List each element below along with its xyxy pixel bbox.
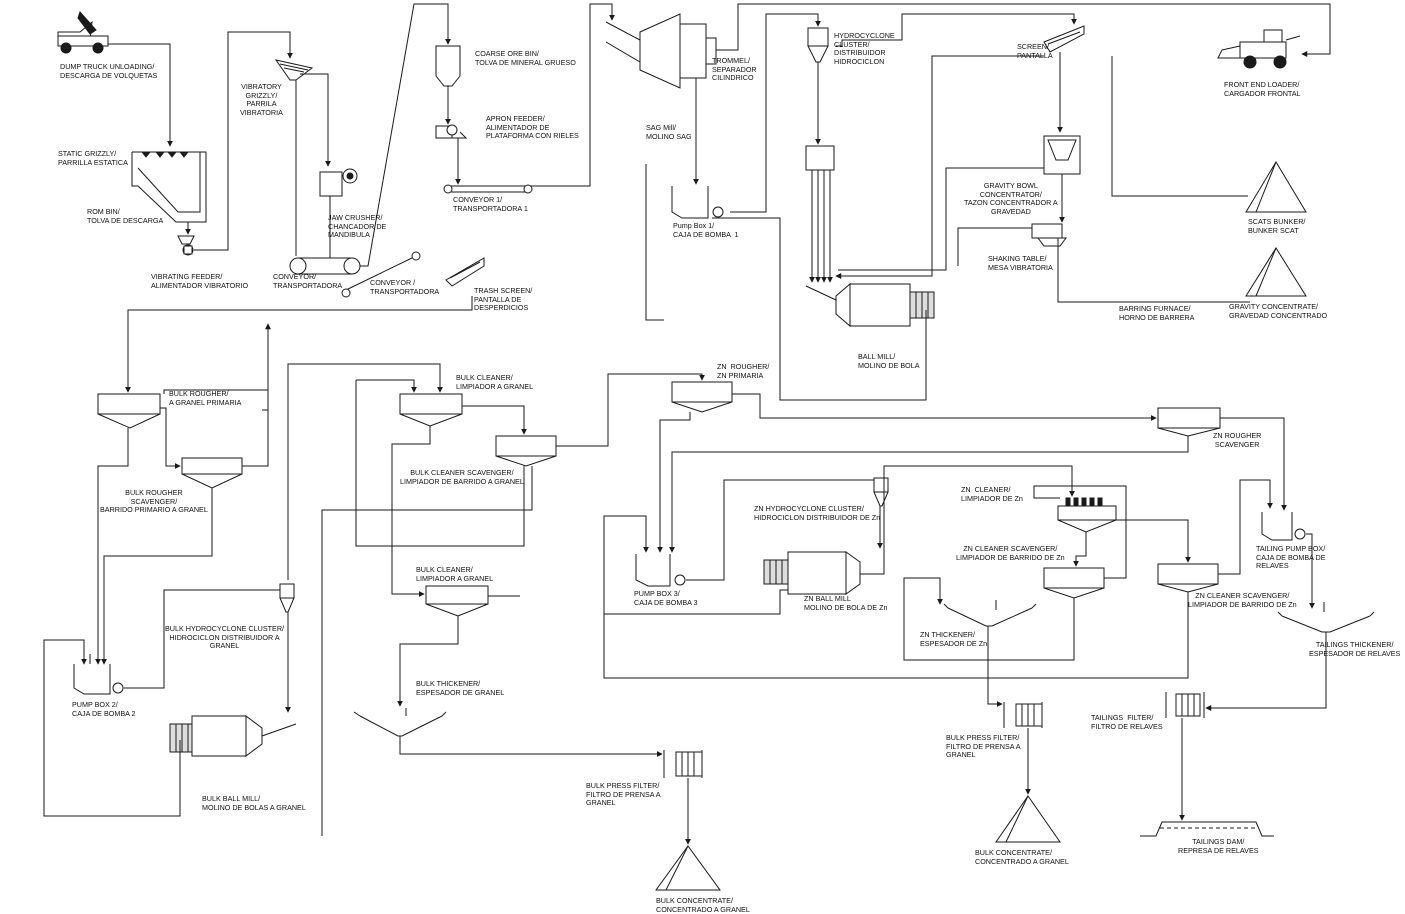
- bulk-thickener-icon: [354, 708, 446, 736]
- label-bulk-hydrocyclone: BULK HYDROCYCLONE CLUSTER/ HIDROCICLON D…: [165, 624, 285, 651]
- label-pump-box-3: PUMP BOX 3/ CAJA DE BOMBA 3: [634, 589, 698, 607]
- label-conveyor-1: CONVEYOR 1/ TRANSPORTADORA 1: [453, 195, 528, 213]
- tailings-filter-icon: [1166, 692, 1204, 718]
- bulk-cleaner-scavenger-cell: [496, 436, 556, 466]
- label-vibratory-grizzly: VIBRATORY GRIZZLY/ PARRILA VIBRATORIA: [240, 82, 283, 117]
- label-conveyor-b: CONVEYOR / TRANSPORTADORA: [370, 278, 440, 296]
- trash-screen-icon: [446, 258, 484, 286]
- tailing-pump-box-icon: [1262, 512, 1305, 540]
- label-gravity-bowl: GRAVITY BOWL CONCENTRATOR/ TAZON CONCENT…: [964, 181, 1058, 216]
- zn-ball-mill-icon: [764, 552, 860, 594]
- zn-rougher-cell: [672, 382, 732, 412]
- label-zn-ball-mill: ZN BALL MILL MOLINO DE BOLA DE Zn: [804, 594, 888, 612]
- label-ball-mill: BALL MILL/ MOLINO DE BOLA: [858, 352, 920, 370]
- label-sag-mill: SAG Mill/ MOLINO SAG: [646, 123, 692, 141]
- hydrocyclone-cluster-icon: [808, 28, 828, 62]
- vibrating-feeder-icon: [178, 236, 194, 255]
- label-hydrocyclone: HYDROCYCLONE CLUSTER/ DISTRIBUIDOR HIDRO…: [834, 31, 895, 66]
- label-tailings-thickener: TAILINGS THICKENER/ ESPESADOR DE RELAVES: [1309, 640, 1401, 658]
- bulk-concentrate-left-icon: [656, 846, 720, 890]
- bulk-press-filter-right-icon: [1004, 702, 1042, 728]
- bulk-ball-mill-icon: [170, 716, 296, 756]
- gravity-concentrate-icon: [1246, 248, 1306, 296]
- label-scats-bunker: SCATS BUNKER/ BUNKER SCAT: [1248, 217, 1306, 235]
- zn-cleaner-scavenger-a-cell: [1044, 568, 1104, 598]
- bulk-hydrocyclone-icon: [280, 584, 294, 612]
- label-zn-hydrocyclone: ZN HYDROCYCLONE CLUSTER/ HIDROCICLON DIS…: [754, 504, 881, 522]
- label-barring-furnace: BARRING FURNACE/ HORNO DE BARRERA: [1119, 304, 1195, 322]
- label-tailings-dam: TAILINGS DAM/ REPRESA DE RELAVES: [1178, 837, 1259, 855]
- pump-box-2-icon: [74, 664, 123, 694]
- pump-box-3-icon: [636, 554, 685, 586]
- label-tailings-filter: TAILINGS FILTER/ FILTRO DE RELAVES: [1091, 713, 1163, 731]
- pump-box-1-icon: [672, 186, 723, 218]
- label-zn-cleaner: ZN CLEANER/ LIMPIADOR DE Zn: [961, 485, 1023, 503]
- coarse-ore-bin-icon: [436, 46, 460, 86]
- sag-mill-icon: [606, 14, 716, 88]
- label-zn-thickener: ZN THICKENER/ ESPESADOR DE Zn: [920, 630, 988, 648]
- front-end-loader-icon: [1218, 30, 1300, 68]
- label-conveyor-a: CONVEYOR/ TRANSPORTADORA: [273, 272, 343, 290]
- bulk-rougher-cell: [98, 394, 160, 428]
- label-bulk-concentrate-left: BULK CONCENTRATE/ CONCENTRADO A GRANEL: [656, 896, 750, 914]
- zn-rougher-scavenger-cell: [1158, 408, 1220, 436]
- distributor-box-icon: [806, 146, 834, 170]
- label-pump-box-2: PUMP BOX 2/ CAJA DE BOMBA 2: [72, 700, 136, 718]
- screen-icon: [1044, 26, 1084, 52]
- label-bulk-rougher-scavenger: BULK ROUGHER SCAVENGER/ BARRIDO PRIMARIO…: [100, 488, 208, 515]
- bulk-cleaner-top-cell: [400, 394, 462, 426]
- label-screen: SCREEN/ PANTALLA: [1017, 42, 1053, 60]
- label-rom-bin: ROM BIN/ TOLVA DE DESCARGA: [87, 207, 164, 225]
- zn-cleaner-cell: [1058, 498, 1116, 532]
- gravity-bowl-icon: [1044, 136, 1080, 174]
- label-bulk-thickener: BULK THICKENER/ ESPESADOR DE GRANEL: [416, 679, 505, 697]
- apron-feeder-icon: [436, 125, 466, 138]
- label-bulk-press-filter-right: BULK PRESS FILTER/ FILTRO DE PRENSA A GR…: [946, 733, 1021, 760]
- conveyor-1-icon: [444, 185, 532, 193]
- label-bulk-rougher: BULK ROUGHER/ A GRANEL PRIMARIA: [169, 389, 242, 407]
- label-zn-cleaner-scavenger-a: ZN CLEANER SCAVENGER/ LIMPIADOR DE BARRI…: [956, 544, 1065, 562]
- zn-hydrocyclone-icon: [874, 478, 888, 506]
- label-bulk-cleaner-scavenger: BULK CLEANER SCAVENGER/ LIMPIADOR DE BAR…: [400, 468, 524, 486]
- label-static-grizzly: STATIC GRIZZLY/ PARRILLA ESTATICA: [58, 149, 128, 167]
- label-tailing-pump-box: TAILING PUMP BOX/ CAJA DE BOMBA DE RELAV…: [1256, 544, 1326, 571]
- jaw-crusher-icon: [320, 169, 357, 196]
- flow-lines: [44, 4, 1330, 845]
- label-gravity-concentrate: GRAVITY CONCENTRATE/ GRAVEDAD CONCENTRAD…: [1229, 302, 1328, 320]
- shaking-table-icon: [1032, 224, 1066, 246]
- zn-cleaner-scavenger-b-cell: [1158, 564, 1218, 592]
- zn-thickener-icon: [944, 600, 1036, 626]
- tailings-dam-icon: [1140, 822, 1274, 836]
- dump-truck-icon: [58, 12, 108, 53]
- static-grizzly-rom-bin: [132, 152, 206, 222]
- label-zn-rougher-scavenger: ZN ROUGHER SCAVENGER: [1213, 431, 1262, 449]
- bulk-rougher-scavenger-cell: [182, 458, 242, 488]
- label-bulk-concentrate-right: BULK CONCENTRATE/ CONCENTRADO A GRANEL: [975, 848, 1069, 866]
- label-bulk-press-filter-left: BULK PRESS FILTER/ FILTRO DE PRENSA A GR…: [586, 781, 661, 808]
- label-front-end-loader: FRONT END LOADER/ CARGADOR FRONTAL: [1224, 80, 1301, 98]
- label-dump-truck: DUMP TRUCK UNLOADING/ DESCARGA DE VOLQUE…: [60, 62, 158, 80]
- label-bulk-cleaner-mid: BULK CLEANER/ LIMPIADOR A GRANEL: [416, 565, 494, 583]
- bulk-concentrate-right-icon: [996, 796, 1060, 842]
- bulk-cleaner-mid-cell: [426, 586, 488, 616]
- label-apron-feeder: APRON FEEDER/ ALIMENTADOR DE PLATAFORMA …: [486, 114, 579, 141]
- vibratory-grizzly-icon: [276, 60, 312, 80]
- label-trash-screen: TRASH SCREEN/ PANTALLA DE DESPERDICIOS: [474, 286, 533, 313]
- label-pump-box-1: Pump Box 1/ CAJA DE BOMBA 1: [673, 221, 739, 239]
- label-coarse-ore-bin: COARSE ORE BIN/ TOLVA DE MINERAL GRUESO: [475, 49, 576, 67]
- label-zn-cleaner-scavenger-b: ZN CLEANER SCAVENGER/ LIMPIADOR DE BARRI…: [1188, 591, 1297, 609]
- label-trommel: TROMMEL/ SEPARADOR CILINDRICO: [712, 56, 757, 83]
- conveyor-b-icon: [342, 252, 420, 297]
- scats-bunker-icon: [1246, 162, 1306, 212]
- label-zn-rougher: ZN ROUGHER/ ZN PRIMARIA: [717, 362, 770, 380]
- label-vibrating-feeder: VIBRATING FEEDER/ ALIMENTADOR VIBRATORIO: [151, 272, 249, 290]
- label-bulk-ball-mill: BULK BALL MILL/ MOLINO DE BOLAS A GRANEL: [202, 794, 306, 812]
- bulk-press-filter-left-icon: [664, 750, 702, 778]
- label-shaking-table: SHAKING TABLE/ MESA VIBRATORIA: [988, 254, 1053, 272]
- label-bulk-cleaner-top: BULK CLEANER/ LIMPIADOR A GRANEL: [456, 373, 534, 391]
- ball-mill-icon: [806, 284, 934, 326]
- label-jaw-crusher: JAW CRUSHER/ CHANCADOR DE MANDIBULA: [328, 213, 387, 240]
